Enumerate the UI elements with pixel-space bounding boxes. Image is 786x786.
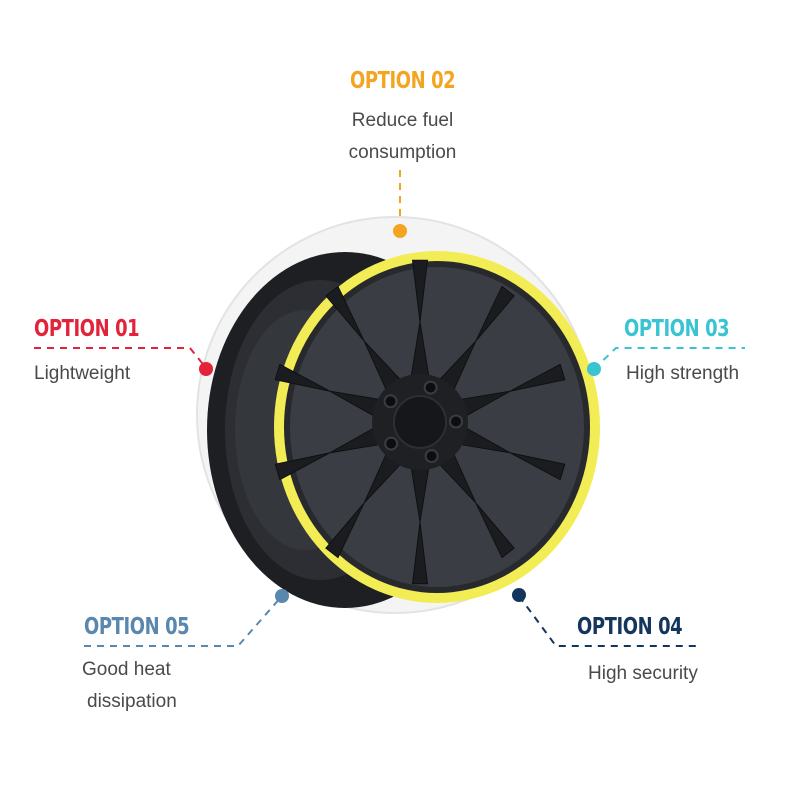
opt1-title: OPTION 01 bbox=[34, 316, 140, 342]
opt1-line-1: Lightweight bbox=[34, 363, 131, 384]
opt4-line-1: High security bbox=[588, 663, 698, 684]
opt5-line-2: dissipation bbox=[87, 691, 177, 712]
opt4-dot bbox=[512, 588, 526, 602]
opt1-description: Lightweight bbox=[34, 358, 130, 390]
opt3-connector bbox=[587, 347, 745, 376]
opt1-dot bbox=[199, 362, 213, 376]
lug-nut bbox=[384, 436, 399, 451]
opt5-title: OPTION 05 bbox=[84, 614, 190, 640]
opt4-description: High security bbox=[588, 658, 698, 690]
opt3-description: High strength bbox=[626, 358, 739, 390]
opt5-line-1: Good heat bbox=[82, 659, 171, 680]
opt5-connector bbox=[84, 589, 289, 647]
opt3-title: OPTION 03 bbox=[624, 316, 730, 342]
opt3-dot bbox=[587, 362, 601, 376]
opt5-description: Good heat dissipation bbox=[82, 654, 177, 718]
opt4-title: OPTION 04 bbox=[577, 614, 683, 640]
opt2-line-1: Reduce fuel bbox=[351, 110, 454, 131]
opt2-connector bbox=[393, 170, 407, 238]
opt1-connector bbox=[34, 347, 213, 376]
opt3-line-1: High strength bbox=[626, 363, 740, 384]
wheel-hub bbox=[372, 374, 468, 470]
opt5-dot bbox=[275, 589, 289, 603]
lug-nut bbox=[383, 394, 398, 409]
opt2-title: OPTION 02 bbox=[350, 68, 456, 94]
opt4-connector bbox=[512, 588, 697, 647]
opt2-description: Reduce fuel consumption bbox=[300, 105, 505, 169]
lug-nut bbox=[448, 414, 463, 429]
lug-nut bbox=[424, 449, 439, 464]
lug-nut bbox=[423, 380, 438, 395]
opt2-dot bbox=[393, 224, 407, 238]
wheel-spokes bbox=[274, 259, 566, 585]
opt2-line-2: consumption bbox=[348, 142, 457, 163]
